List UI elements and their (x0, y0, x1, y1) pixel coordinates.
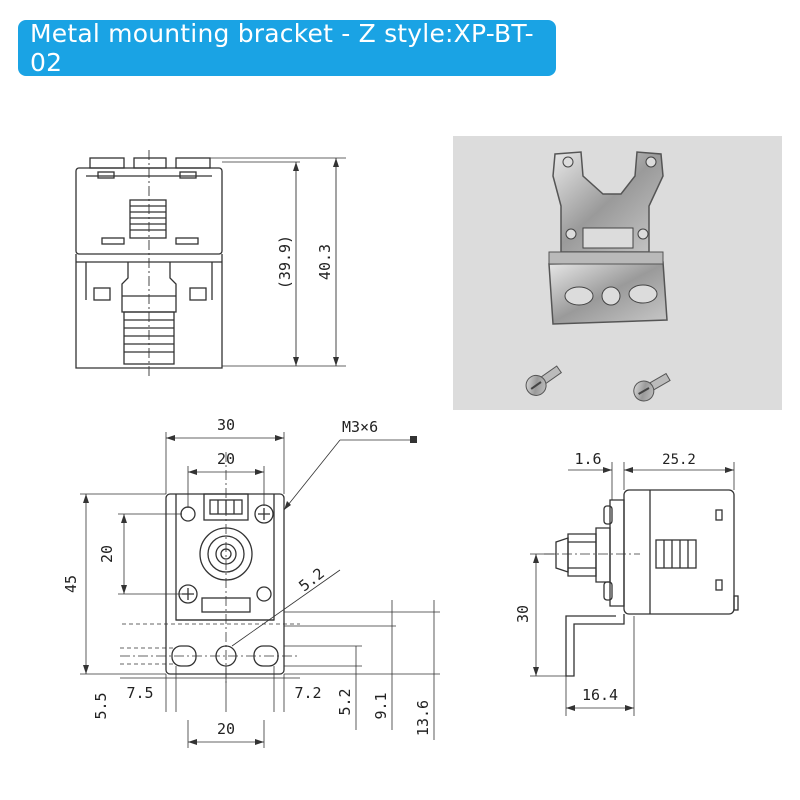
product-photo (453, 136, 782, 410)
dim-13-6: 13.6 (414, 700, 432, 736)
dim-5-2-angle: 5.2 (295, 564, 327, 595)
dim-16-4: 16.4 (582, 686, 618, 704)
title-banner: Metal mounting bracket - Z style:XP-BT-0… (18, 19, 556, 77)
bracket-photo-icon (525, 151, 671, 402)
dim-39-9: (39.9) (276, 235, 294, 289)
side-view-outline (555, 489, 739, 677)
dim-30-side: 30 (514, 605, 532, 623)
dim-5-2: 5.2 (336, 688, 354, 715)
dim-9-1: 9.1 (372, 692, 390, 719)
callout-m3x6: M3×6 (342, 418, 378, 436)
dim-1-6: 1.6 (574, 450, 601, 468)
dim-25-2: 25.2 (662, 452, 696, 468)
dim-30-top: 30 (217, 416, 235, 434)
dim-45: 45 (62, 575, 80, 593)
dim-20-bottom: 20 (217, 720, 235, 738)
dim-40-3: 40.3 (316, 244, 334, 280)
banner-title: Metal mounting bracket - Z style:XP-BT-0… (30, 19, 534, 77)
dim-5-5: 5.5 (92, 692, 110, 719)
bottom-view-outline (165, 493, 285, 675)
dim-20-left: 20 (98, 545, 116, 563)
dim-7-5: 7.5 (126, 684, 153, 702)
dim-20-top: 20 (217, 450, 235, 468)
dim-7-2: 7.2 (294, 684, 321, 702)
